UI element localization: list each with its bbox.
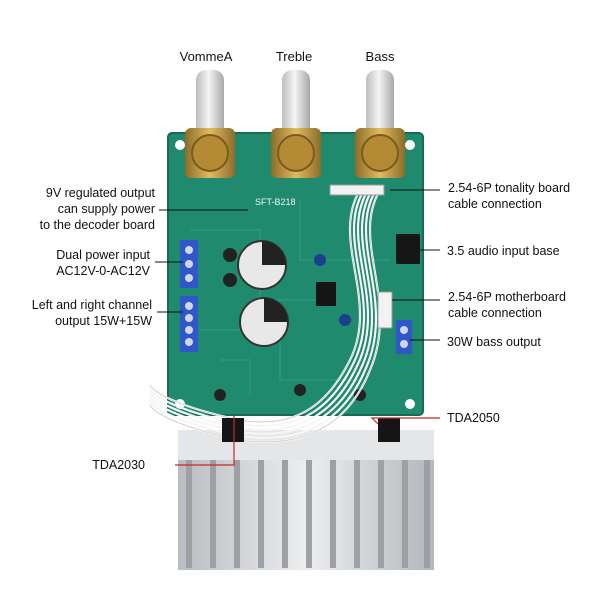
callout-lines <box>155 189 440 341</box>
bass-output-label: 30W bass output <box>447 335 541 349</box>
bass-label: Bass <box>365 49 395 64</box>
capacitors <box>214 240 366 401</box>
ic-chip <box>316 282 336 306</box>
audio-jack[interactable] <box>396 234 420 264</box>
audio-input-label: 3.5 audio input base <box>447 244 560 258</box>
red-callout-lines <box>175 416 440 466</box>
lr-channel-output-label: Left and right channel output 15W+15W <box>31 298 152 328</box>
speaker-terminal[interactable] <box>180 296 198 352</box>
tda2030-label: TDA2030 <box>92 458 145 472</box>
tonality-cable-label: 2.54-6P tonality board cable connection <box>448 181 571 211</box>
regulated-output-label: 9V regulated output can supply power to … <box>39 186 155 232</box>
volume-knob[interactable] <box>185 70 235 178</box>
tda2050-label: TDA2050 <box>447 411 500 425</box>
heatsink <box>178 430 434 570</box>
dual-power-input-label: Dual power input AC12V-0-AC12V <box>56 248 150 278</box>
volume-label: VommeA <box>179 49 233 64</box>
treble-label: Treble <box>275 49 313 64</box>
tda2050-chip <box>378 418 400 442</box>
ribbon-cables-outline <box>149 189 381 443</box>
motherboard-connector <box>377 291 393 329</box>
silkscreen-label: SFT-B218 <box>255 197 296 207</box>
bass-output-terminal[interactable] <box>396 320 412 354</box>
power-terminal[interactable] <box>180 240 198 288</box>
tda2030-chip <box>222 418 244 442</box>
tonality-connector <box>329 184 385 196</box>
motherboard-cable-label: 2.54-6P motherboard cable connection <box>448 290 566 320</box>
treble-knob[interactable] <box>271 70 321 178</box>
bass-knob[interactable] <box>355 70 405 178</box>
